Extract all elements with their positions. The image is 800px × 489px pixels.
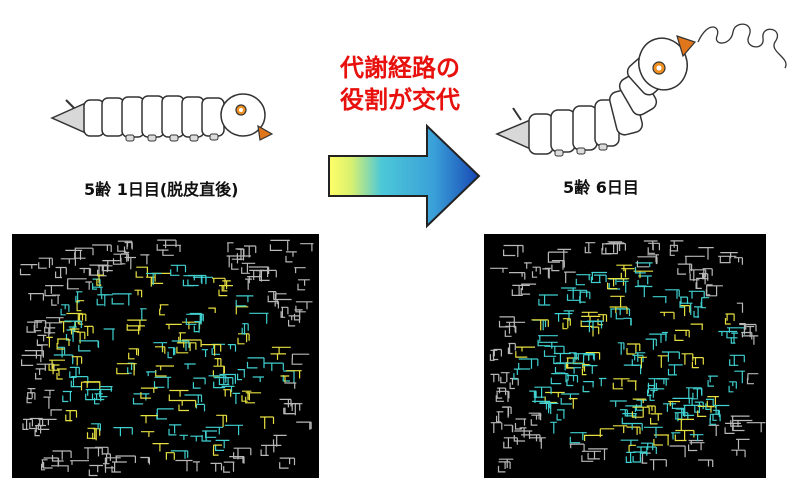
silk-thread: [697, 23, 787, 69]
silkworm-tail: [50, 100, 89, 136]
pathway-glyphs: [19, 239, 314, 477]
metabolic-map-day1: [12, 234, 319, 478]
pathway-glyphs: [489, 240, 766, 473]
silkworm-body: [83, 95, 225, 138]
headline: 代謝経路の 役割が交代: [300, 52, 500, 116]
headline-line1: 代謝経路の: [340, 54, 460, 82]
caption-day6: 5齢 6日目: [563, 178, 639, 197]
headline-line2: 役割が交代: [340, 86, 460, 114]
silkworm-day1-illustration: [50, 93, 273, 142]
caption-day1: 5齢 1日目(脱皮直後): [84, 180, 239, 199]
metabolic-map-day1-graphic: [19, 239, 314, 477]
metabolic-map-day6-graphic: [489, 240, 766, 473]
transition-arrow-icon: [328, 123, 481, 229]
silkworm-day6-illustration: [495, 23, 787, 157]
metabolic-map-day6: [484, 234, 766, 478]
